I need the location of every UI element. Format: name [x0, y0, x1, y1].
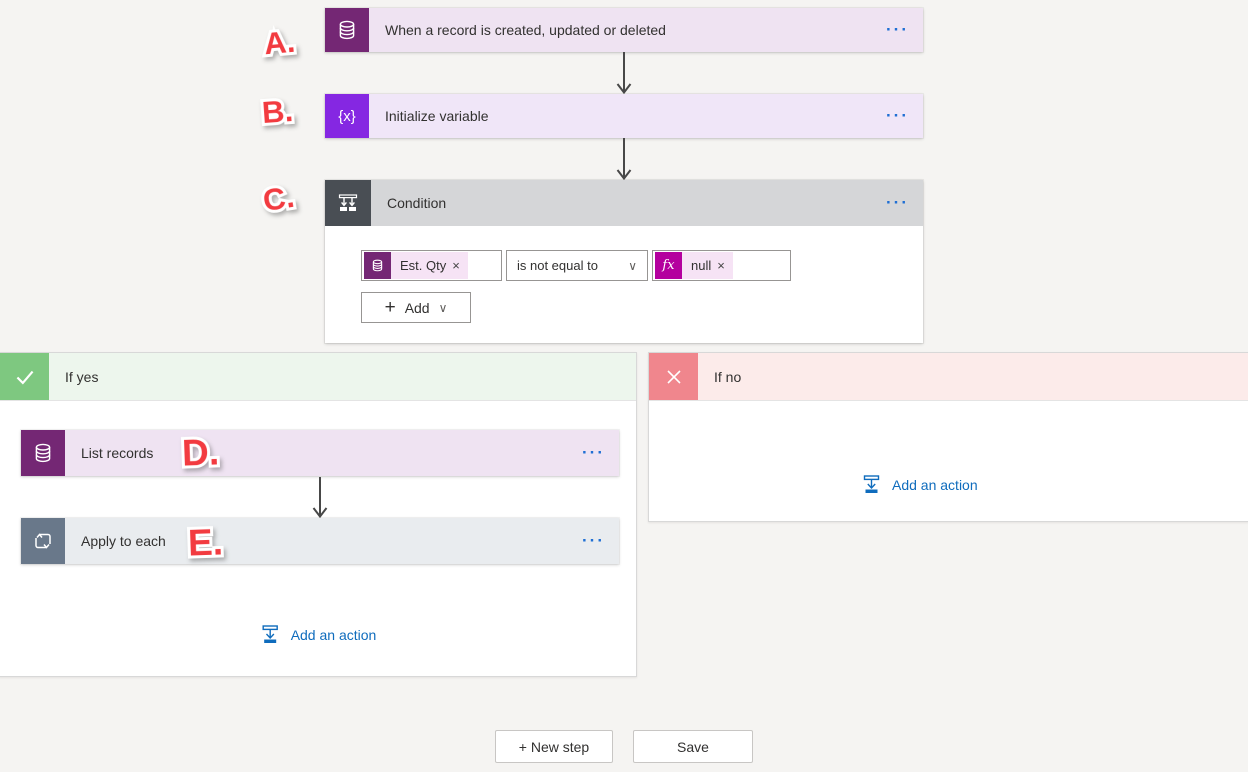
add-action-label: Add an action [290, 626, 377, 643]
add-action-label: Add an action [892, 476, 978, 493]
trigger-card-title: When a record is created, updated or del… [385, 22, 666, 38]
add-action-icon [262, 625, 278, 643]
condition-icon [325, 180, 371, 226]
more-menu-icon[interactable]: ··· [582, 443, 605, 462]
condition-card-header[interactable]: Condition ··· [325, 180, 923, 226]
condition-card-title: Condition [387, 195, 447, 211]
database-icon [21, 430, 65, 476]
annotation-letter-a: A. [260, 21, 300, 65]
more-menu-icon[interactable]: ··· [886, 106, 909, 125]
more-menu-icon[interactable]: ··· [582, 531, 605, 550]
apply-to-each-card[interactable]: Apply to each ··· [21, 518, 619, 564]
dynamic-content-token[interactable]: Est. Qty × [364, 252, 468, 279]
if-yes-title: If yes [65, 368, 99, 385]
annotation-letter-b: B. [258, 90, 297, 133]
operator-value: is not equal to [517, 258, 598, 273]
if-no-header[interactable]: If no [649, 353, 1248, 401]
new-step-button[interactable]: + New step [495, 730, 613, 763]
checkmark-icon [0, 353, 49, 400]
condition-add-button[interactable]: + Add ∨ [361, 292, 471, 323]
add-action-icon [863, 475, 880, 493]
variable-icon: {x} [325, 94, 369, 138]
condition-left-operand-field[interactable]: Est. Qty × [361, 250, 502, 281]
trigger-card[interactable]: When a record is created, updated or del… [325, 8, 923, 52]
loop-icon [21, 518, 65, 564]
condition-right-operand-field[interactable]: fx null × [652, 250, 791, 281]
condition-operator-select[interactable]: is not equal to ∨ [506, 250, 648, 281]
connector-arrow-icon [616, 52, 632, 94]
remove-token-icon[interactable]: × [452, 258, 460, 273]
remove-token-icon[interactable]: × [717, 258, 725, 273]
annotation-letter-d: D. [178, 428, 222, 476]
if-yes-add-action-link[interactable]: Add an action [260, 625, 377, 644]
list-records-title: List records [81, 445, 154, 461]
connector-arrow-icon [616, 138, 632, 180]
more-menu-icon[interactable]: ··· [886, 193, 909, 212]
if-no-branch: If no Add an action [648, 352, 1248, 522]
annotation-letter-e: E. [184, 518, 226, 566]
if-yes-header[interactable]: If yes [0, 353, 636, 401]
x-mark-icon [649, 353, 698, 400]
save-button[interactable]: Save [633, 730, 753, 763]
condition-card: Condition ··· Est. Qt [325, 180, 923, 343]
initialize-card-title: Initialize variable [385, 108, 489, 124]
chevron-down-icon: ∨ [438, 300, 448, 315]
fx-expression-icon: fx [655, 252, 682, 279]
list-records-card[interactable]: List records ··· [21, 430, 619, 476]
database-icon [364, 252, 391, 279]
condition-card-body: Est. Qty × is not equal to ∨ fx null × [325, 226, 923, 323]
token-label: null [691, 258, 712, 273]
expression-token[interactable]: fx null × [655, 252, 733, 279]
token-label: Est. Qty [400, 258, 447, 273]
database-icon [325, 8, 369, 52]
add-button-label: Add [404, 299, 430, 316]
initialize-variable-card[interactable]: {x} Initialize variable ··· [325, 94, 923, 138]
connector-arrow-icon [312, 477, 328, 518]
more-menu-icon[interactable]: ··· [886, 20, 909, 39]
chevron-down-icon: ∨ [628, 258, 637, 273]
if-yes-branch: If yes List records ··· [0, 352, 637, 677]
plus-icon: + [384, 297, 396, 318]
if-no-add-action-link[interactable]: Add an action [861, 475, 978, 494]
if-no-title: If no [714, 368, 742, 385]
apply-to-each-title: Apply to each [81, 533, 166, 549]
annotation-letter-c: C. [257, 176, 299, 221]
